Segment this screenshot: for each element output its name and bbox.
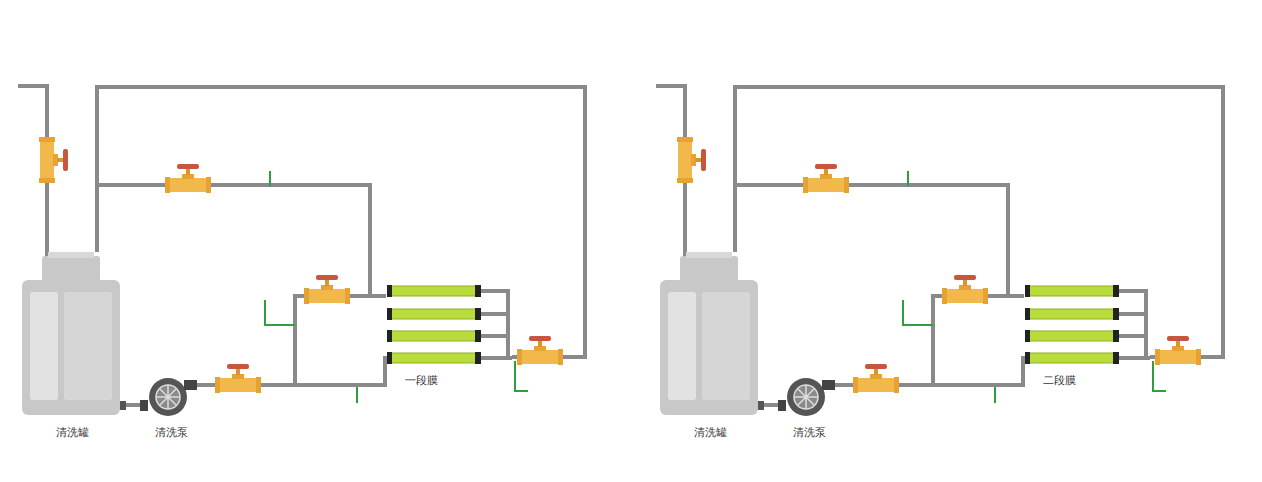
equipment-label: 清洗泵 <box>793 426 826 440</box>
equipment-label: 一段膜 <box>405 374 438 388</box>
pipe-connector <box>97 87 585 357</box>
equipment-node: 清洗泵 <box>783 376 835 442</box>
equipment-node: 清洗泵 <box>145 376 197 442</box>
equipment-node: 一段膜 <box>386 284 512 390</box>
equipment-label: 清洗罐 <box>694 426 727 440</box>
left-panel <box>18 86 563 416</box>
pipe-connector <box>197 296 386 385</box>
equipment-node: 清洗罐 <box>20 252 124 442</box>
pipe-connector <box>835 296 1024 385</box>
equipment-node: 二段膜 <box>1024 284 1150 390</box>
pipe-connector <box>735 87 1223 357</box>
equipment-label: 清洗罐 <box>56 426 89 440</box>
right-panel <box>656 86 1201 416</box>
equipment-label: 二段膜 <box>1043 374 1076 388</box>
equipment-node: 清洗罐 <box>658 252 762 442</box>
equipment-label: 清洗泵 <box>155 426 188 440</box>
